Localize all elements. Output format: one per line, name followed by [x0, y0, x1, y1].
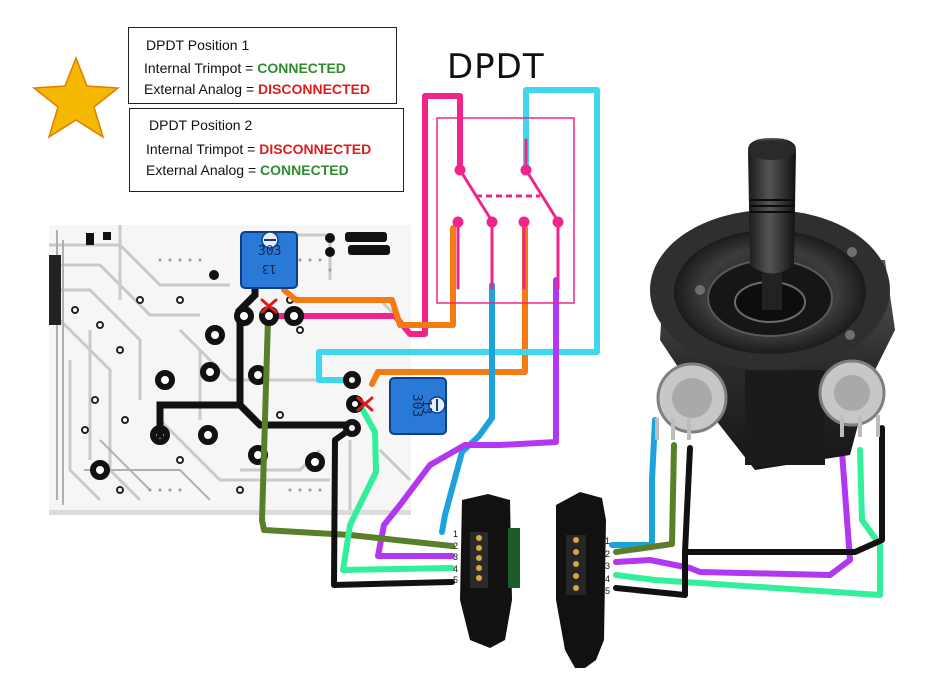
position2-analog-line: External Analog = CONNECTED — [146, 162, 349, 178]
wire-black — [331, 425, 455, 588]
connector-right — [556, 492, 606, 668]
wire-black-bridge — [682, 425, 885, 555]
wire-cyan — [316, 87, 600, 383]
wire-black-right — [613, 445, 693, 598]
trimpot-bottom-marking-2: 13 — [420, 399, 435, 415]
trimpot-top-marking: 303 — [258, 244, 282, 259]
star-icon — [32, 55, 120, 139]
pin-label: 1 — [453, 529, 459, 539]
pin-label: 1 — [605, 536, 611, 546]
position1-trimpot-status: CONNECTED — [257, 60, 346, 76]
pcb-board — [49, 225, 412, 515]
position1-analog-status: DISCONNECTED — [258, 81, 371, 97]
position2-box: DPDT Position 2 Internal Trimpot = DISCO… — [129, 108, 404, 192]
position2-heading: DPDT Position 2 — [149, 117, 253, 133]
trimpot-bottom — [389, 377, 447, 435]
wire-purple-right — [613, 449, 853, 578]
pin-label: 2 — [453, 540, 459, 551]
wire-mint — [340, 402, 455, 573]
position1-heading: DPDT Position 1 — [146, 37, 250, 53]
wire-orange — [281, 225, 456, 328]
pin-label: 4 — [605, 573, 611, 584]
pin-label: 2 — [605, 548, 611, 559]
position1-box: DPDT Position 1 Internal Trimpot = CONNE… — [128, 27, 397, 104]
trimpot-top-marking-2: 13 — [262, 262, 277, 276]
pin-label: 3 — [605, 561, 611, 571]
position2-trimpot-status: DISCONNECTED — [259, 141, 372, 157]
dpdt-title: DPDT — [447, 47, 545, 87]
dpdt-switch — [436, 117, 575, 304]
position2-trimpot-label: Internal Trimpot = — [146, 141, 256, 157]
connector-right-pin-labels: 1 2 3 4 5 — [605, 535, 610, 598]
position2-trimpot-line: Internal Trimpot = DISCONNECTED — [146, 141, 371, 157]
position2-analog-label: External Analog = — [146, 162, 257, 178]
pin-label: 5 — [605, 586, 611, 596]
wire-blue-right — [609, 417, 658, 548]
connector-left-pin-labels: 1 2 3 4 5 — [453, 529, 458, 587]
pin-label: 3 — [453, 552, 459, 562]
pin-label: 4 — [453, 563, 459, 574]
position1-analog-line: External Analog = DISCONNECTED — [144, 81, 370, 97]
connector-left — [460, 494, 520, 648]
position1-analog-label: External Analog = — [144, 81, 255, 97]
wire-purple — [375, 277, 559, 559]
trimpot-top — [240, 231, 298, 289]
wire-orange-2 — [369, 225, 528, 387]
position2-analog-status: CONNECTED — [260, 162, 349, 178]
wire-green — [259, 315, 455, 549]
position1-trimpot-line: Internal Trimpot = CONNECTED — [144, 60, 346, 76]
position1-trimpot-label: Internal Trimpot = — [144, 60, 254, 76]
wire-green-right — [613, 442, 677, 555]
joystick-image — [650, 138, 895, 470]
pin-label: 5 — [453, 575, 459, 585]
wire-mint-right — [613, 447, 883, 598]
